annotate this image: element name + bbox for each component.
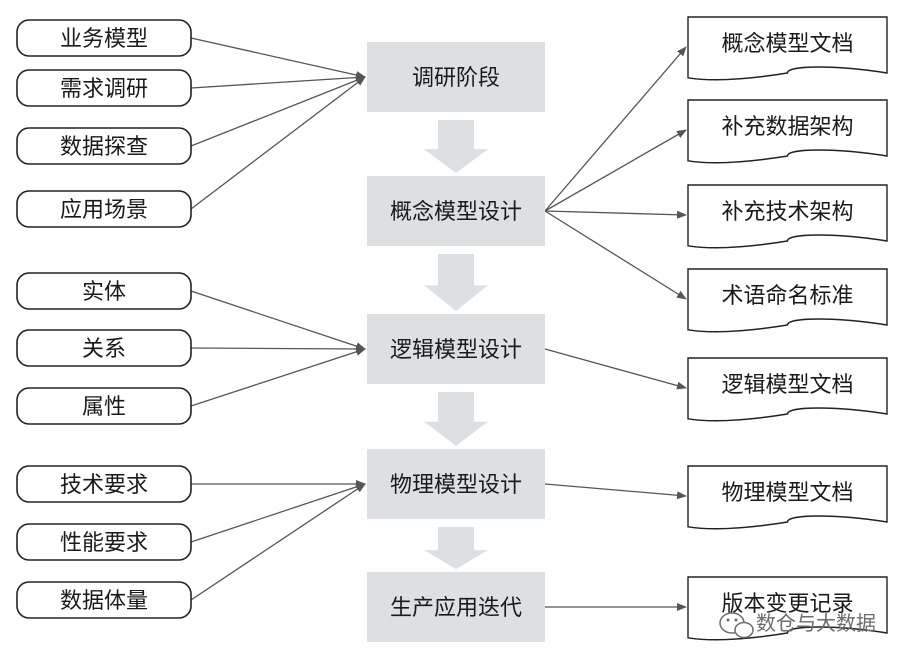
input-box-entity: 实体 bbox=[16, 272, 192, 310]
input-connector bbox=[190, 344, 366, 353]
input-box-frame bbox=[16, 329, 192, 367]
input-box-frame bbox=[16, 69, 192, 107]
connector-layer bbox=[190, 37, 687, 611]
stage-box-fill bbox=[367, 314, 545, 384]
input-box-frame bbox=[16, 387, 192, 425]
stage-label: 调研阶段 bbox=[412, 66, 500, 91]
stage-box-fill bbox=[367, 176, 545, 246]
input-label: 技术要求 bbox=[60, 473, 148, 498]
input-connector bbox=[190, 348, 366, 407]
document-shape bbox=[687, 465, 888, 530]
input-box-business-model: 业务模型 bbox=[16, 19, 192, 57]
input-box-data-exploration: 数据探查 bbox=[16, 127, 192, 165]
stage-box-iteration: 生产应用迭代 bbox=[367, 572, 545, 642]
input-label: 业务模型 bbox=[60, 27, 148, 52]
stage-box-fill bbox=[367, 42, 545, 112]
input-label: 关系 bbox=[82, 337, 126, 362]
input-box-frame bbox=[16, 190, 192, 228]
input-label: 数据体量 bbox=[60, 589, 148, 614]
input-label: 属性 bbox=[82, 395, 126, 420]
document-label: 版本变更记录 bbox=[721, 592, 853, 617]
document-label: 物理模型文档 bbox=[721, 481, 853, 506]
doc-box-conceptual: 概念模型文档 bbox=[687, 16, 888, 81]
input-box-frame bbox=[16, 581, 192, 619]
doc-box-physical: 物理模型文档 bbox=[687, 465, 888, 530]
input-connector bbox=[190, 37, 366, 79]
document-shape bbox=[687, 268, 888, 333]
document-shape bbox=[687, 16, 888, 81]
down-arrow-icon bbox=[424, 254, 488, 311]
down-arrow-icon bbox=[424, 392, 488, 446]
stage-box-conceptual: 概念模型设计 bbox=[367, 176, 545, 246]
stage-label: 生产应用迭代 bbox=[390, 596, 522, 621]
stage-label: 概念模型设计 bbox=[390, 200, 522, 225]
doc-box-naming: 术语命名标准 bbox=[687, 268, 888, 333]
stage-box-logical: 逻辑模型设计 bbox=[367, 314, 545, 384]
document-label: 概念模型文档 bbox=[721, 32, 853, 57]
input-label: 数据探查 bbox=[60, 135, 148, 160]
document-connector bbox=[544, 46, 687, 212]
stage-box-fill bbox=[367, 449, 545, 519]
input-box-frame bbox=[16, 19, 192, 57]
document-label: 补充数据架构 bbox=[721, 115, 853, 140]
input-box-perf-req: 性能要求 bbox=[16, 523, 192, 561]
document-shape bbox=[687, 357, 888, 422]
input-box-frame bbox=[16, 272, 192, 310]
input-box-frame bbox=[16, 465, 192, 503]
doc-box-logical: 逻辑模型文档 bbox=[687, 357, 888, 422]
input-connector bbox=[190, 483, 366, 543]
stage-box-physical: 物理模型设计 bbox=[367, 449, 545, 519]
watermark-text: 数仓与大数据 bbox=[756, 611, 876, 635]
watermark: 数仓与大数据 bbox=[719, 611, 876, 639]
stage-flow-arrows bbox=[424, 120, 488, 569]
doc-box-tech-arch: 补充技术架构 bbox=[687, 184, 888, 249]
input-connector bbox=[190, 73, 366, 89]
document-shape bbox=[687, 99, 888, 164]
input-box-frame bbox=[16, 127, 192, 165]
input-box-requirements: 需求调研 bbox=[16, 69, 192, 107]
document-label: 补充技术架构 bbox=[721, 200, 853, 225]
document-shape bbox=[687, 184, 888, 249]
input-connector bbox=[190, 290, 366, 350]
document-connector bbox=[544, 483, 687, 500]
input-label: 应用场景 bbox=[60, 198, 148, 223]
document-connector bbox=[544, 129, 687, 212]
input-connector bbox=[190, 483, 366, 601]
document-label: 术语命名标准 bbox=[721, 284, 853, 309]
input-label: 实体 bbox=[82, 280, 126, 305]
document-boxes: 概念模型文档补充数据架构补充技术架构术语命名标准逻辑模型文档物理模型文档版本变更… bbox=[687, 16, 888, 641]
down-arrow-icon bbox=[424, 120, 488, 173]
input-connector bbox=[190, 76, 366, 147]
input-box-attribute: 属性 bbox=[16, 387, 192, 425]
document-connector bbox=[544, 348, 687, 390]
wechat-icon bbox=[719, 612, 754, 639]
document-connector bbox=[544, 210, 687, 219]
input-label: 性能要求 bbox=[60, 531, 148, 556]
document-connector bbox=[544, 210, 687, 300]
stage-box-fill bbox=[367, 572, 545, 642]
input-label: 需求调研 bbox=[60, 77, 148, 102]
input-box-frame bbox=[16, 523, 192, 561]
stage-box-research: 调研阶段 bbox=[367, 42, 545, 112]
input-box-relation: 关系 bbox=[16, 329, 192, 367]
down-arrow-icon bbox=[424, 527, 488, 569]
document-label: 逻辑模型文档 bbox=[721, 373, 853, 398]
stage-label: 逻辑模型设计 bbox=[390, 338, 522, 363]
input-box-tech-req: 技术要求 bbox=[16, 465, 192, 503]
input-box-data-volume: 数据体量 bbox=[16, 581, 192, 619]
input-box-scenario: 应用场景 bbox=[16, 190, 192, 228]
stage-label: 物理模型设计 bbox=[390, 473, 522, 498]
doc-box-data-arch: 补充数据架构 bbox=[687, 99, 888, 164]
input-connector bbox=[190, 76, 366, 210]
